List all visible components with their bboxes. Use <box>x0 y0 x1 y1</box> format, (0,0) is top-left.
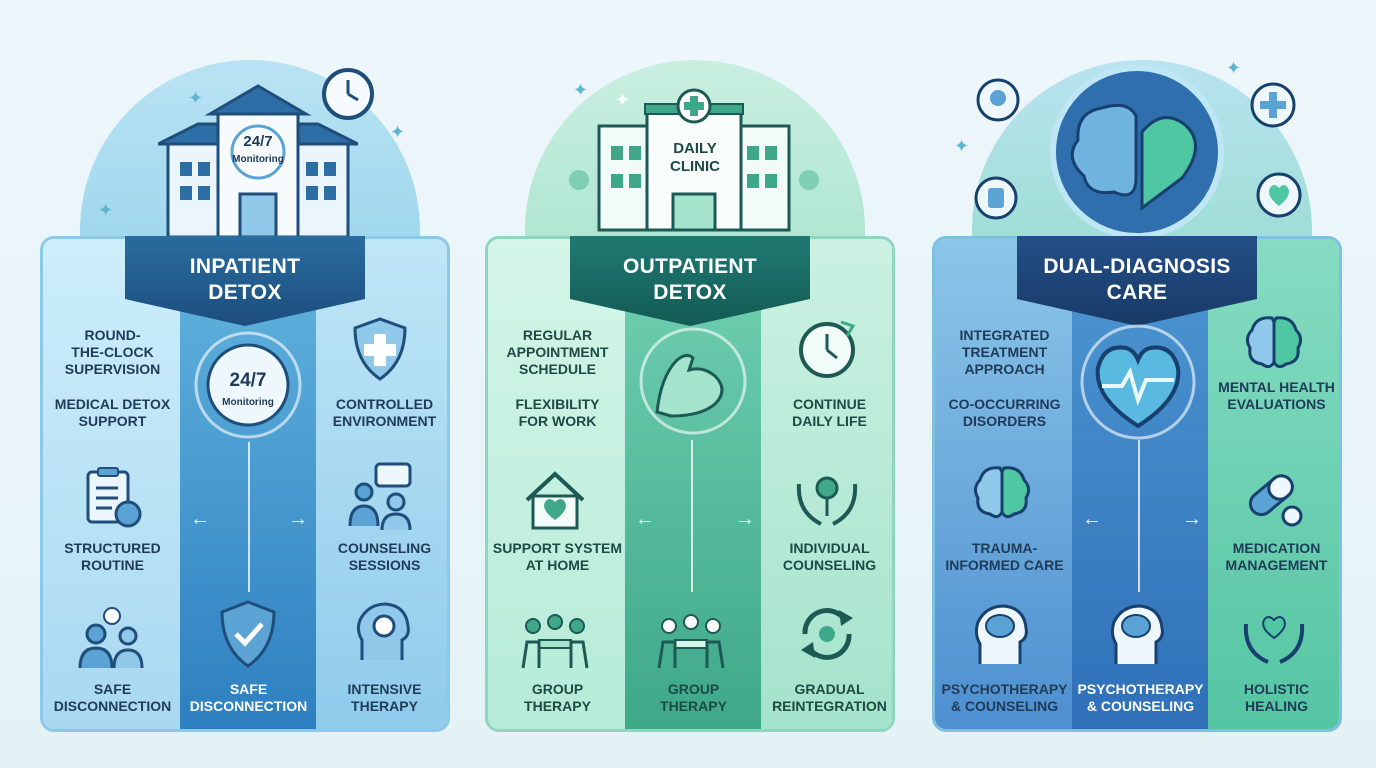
feature-label: ROUND- THE-CLOCK SUPERVISION <box>64 327 161 377</box>
monitoring-badge-subtitle: Monitoring <box>222 397 274 408</box>
feature-label: PSYCHOTHERAPY & COUNSELING <box>941 681 1068 714</box>
cycle-arrows-icon <box>793 600 861 668</box>
clinic-building-icon <box>569 84 819 234</box>
feature-label: GROUP THERAPY <box>524 681 591 714</box>
group-table-icon <box>519 612 591 672</box>
group-table-icon <box>655 612 727 672</box>
panel-title-line2: CARE <box>1106 281 1168 304</box>
hands-person-icon <box>793 464 861 528</box>
feature-label: MEDICATION MANAGEMENT <box>1225 540 1328 573</box>
shield-check-icon <box>216 598 280 670</box>
clock-arrow-icon <box>795 316 859 380</box>
feature-label: TRAUMA- INFORMED CARE <box>945 540 1064 573</box>
brain-icon <box>970 462 1034 522</box>
head-brain-badge-icon <box>976 78 1020 122</box>
feature-label: CONTINUE DAILY LIFE <box>792 396 867 429</box>
monitoring-badge-icon <box>188 330 308 440</box>
panel-title-line1: OUTPATIENT <box>622 255 758 278</box>
arrow-right-icon: → <box>1182 508 1202 530</box>
brain-heart-icon <box>1042 62 1232 242</box>
clock-icon <box>320 66 376 122</box>
feature-label: MENTAL HEALTH EVALUATIONS <box>1218 379 1335 412</box>
sparkle-icon: ✦ <box>954 136 970 156</box>
counseling-chat-icon <box>346 462 414 532</box>
feature-label: CO-OCCURRING DISORDERS <box>948 396 1061 429</box>
feature-label: FLEXIBILITY FOR WORK <box>515 396 600 429</box>
panel-outpatient-detox: DAILY CLINIC ✦ ✦ OUTPATIENT DETOX REGULA… <box>485 0 905 768</box>
arrow-right-icon: → <box>735 508 755 530</box>
arrow-right-icon: → <box>288 508 308 530</box>
pill-bottles-badge-icon <box>974 176 1018 220</box>
feature-label: GROUP THERAPY <box>660 681 727 714</box>
brain-icon <box>1242 312 1306 372</box>
heart-badge-icon <box>1256 172 1302 218</box>
building-badge-title: 24/7 <box>243 133 273 150</box>
house-heart-icon <box>521 470 589 530</box>
panel-title-line1: DUAL-DIAGNOSIS <box>1043 255 1231 278</box>
heart-pulse-icon <box>1076 322 1200 442</box>
pill-icon <box>1242 468 1306 528</box>
hospital-building-icon <box>158 82 358 242</box>
sparkle-icon: ✦ <box>390 122 406 142</box>
head-brain-icon <box>1106 602 1170 668</box>
panel-title-line2: DETOX <box>208 281 282 304</box>
feature-label: REGULAR APPOINTMENT SCHEDULE <box>506 327 609 377</box>
head-brain-icon <box>970 602 1034 668</box>
strength-arm-icon <box>631 326 755 436</box>
arrow-left-icon: ← <box>190 508 210 530</box>
arrow-left-icon: ← <box>635 508 655 530</box>
feature-label: INTENSIVE THERAPY <box>347 681 422 714</box>
shield-cross-icon <box>350 316 410 382</box>
feature-label: PSYCHOTHERAPY & COUNSELING <box>1077 681 1204 714</box>
feature-label: MEDICAL DETOX SUPPORT <box>54 396 171 429</box>
sparkle-icon: ✦ <box>98 200 114 220</box>
feature-label: INDIVIDUAL COUNSELING <box>782 540 877 573</box>
sparkle-icon: ✦ <box>188 88 204 108</box>
hands-heart-icon <box>1240 604 1308 664</box>
sparkle-icon: ✦ <box>573 80 589 100</box>
sparkle-icon: ✦ <box>1226 58 1242 78</box>
feature-label: STRUCTURED ROUTINE <box>64 540 161 573</box>
feature-label: SAFE DISCONNECTION <box>189 681 308 714</box>
clinic-sign-line2: CLINIC <box>670 158 720 175</box>
panel-dual-diagnosis-care: ✦ ✦ DUAL-DIAGNOSIS CARE INTEGRATED TREAT… <box>932 0 1352 768</box>
building-badge-subtitle: Monitoring <box>232 154 284 165</box>
connector-line <box>1138 440 1140 592</box>
medical-cross-badge-icon <box>1250 82 1296 128</box>
people-question-icon <box>76 606 148 670</box>
sparkle-icon: ✦ <box>615 90 631 110</box>
clinic-sign-line1: DAILY <box>673 140 717 157</box>
head-bulb-icon <box>352 600 412 666</box>
connector-line <box>248 442 250 592</box>
feature-label: GRADUAL REINTEGRATION <box>772 681 887 714</box>
panel-inpatient-detox: 24/7 Monitoring ✦ ✦ ✦ INPATIENT DETOX RO… <box>40 0 460 768</box>
panel-title-line1: INPATIENT <box>189 255 301 278</box>
feature-label: SUPPORT SYSTEM AT HOME <box>492 540 623 573</box>
feature-label: CONTROLLED ENVIRONMENT <box>332 396 437 429</box>
monitoring-badge-title: 24/7 <box>229 370 267 391</box>
arrow-left-icon: ← <box>1082 508 1102 530</box>
feature-label: INTEGRATED TREATMENT APPROACH <box>959 327 1050 377</box>
panel-title-line2: DETOX <box>653 281 727 304</box>
connector-line <box>691 440 693 592</box>
feature-label: HOLISTIC HEALING <box>1243 681 1310 714</box>
clipboard-clock-icon <box>80 466 144 530</box>
feature-label: COUNSELING SESSIONS <box>337 540 432 573</box>
feature-label: SAFE DISCONNECTION <box>53 681 172 714</box>
